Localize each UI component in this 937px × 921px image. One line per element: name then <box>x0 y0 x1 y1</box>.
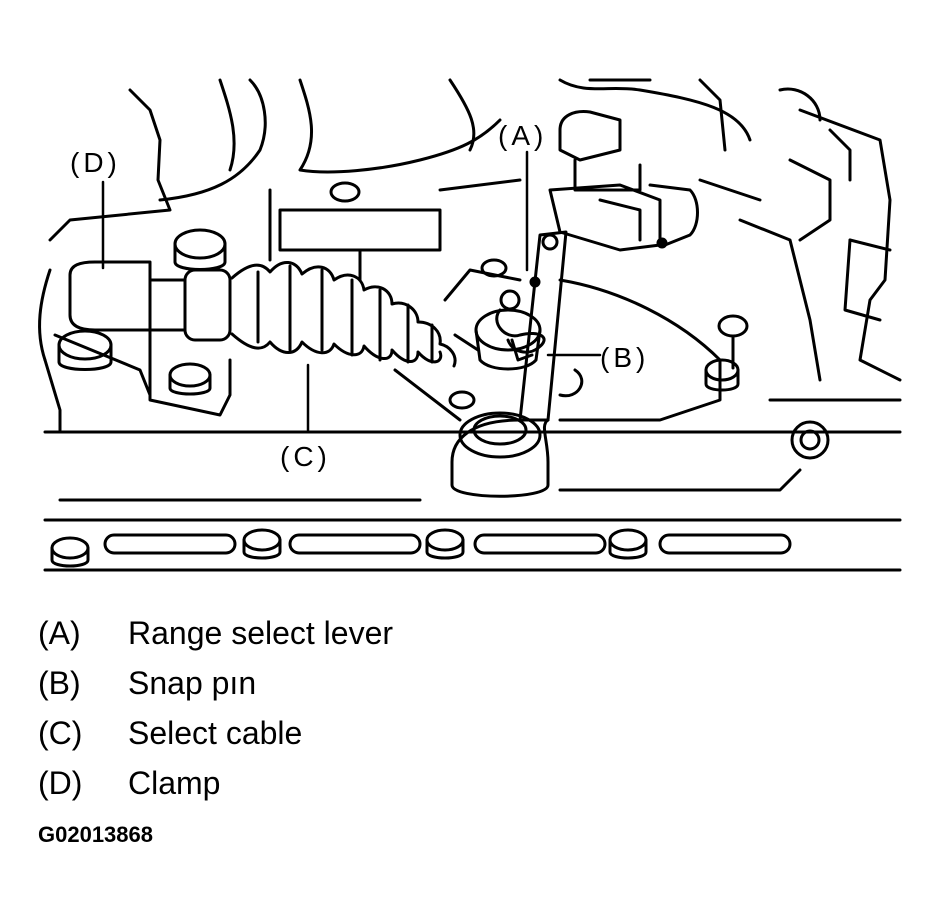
legend-row-a: (A) Range select lever <box>38 608 393 658</box>
callout-c: (C) <box>280 441 331 472</box>
legend-text: Clamp <box>128 765 221 801</box>
callout-a: (A) <box>498 120 547 151</box>
legend-row-c: (C) Select cable <box>38 708 393 758</box>
transmission-illustration: (A) (B) (C) (D) <box>38 78 902 572</box>
legend-row-b: (B) Snap pın <box>38 658 393 708</box>
plate-bolt <box>242 528 282 560</box>
callout-b: (B) <box>600 342 649 373</box>
legend-text: Select cable <box>128 715 303 751</box>
plate-bolt <box>608 528 648 560</box>
legend-text: Range select lever <box>128 615 394 651</box>
cover-bracket <box>329 181 749 422</box>
figure-id: G02013868 <box>38 822 153 847</box>
plate-bolt <box>50 536 90 568</box>
snap-pin <box>495 289 546 362</box>
legend-key: (A) <box>38 615 81 651</box>
plate-bolt <box>425 528 465 560</box>
select-cable <box>148 261 480 368</box>
hose-connector <box>548 110 699 252</box>
legend-key: (C) <box>38 715 83 751</box>
callout-d: (D) <box>70 147 121 178</box>
legend: (A) Range select lever (B) Snap pın (C) Sel… <box>38 608 393 808</box>
legend-key: (D) <box>38 765 83 801</box>
clamp-bracket <box>53 228 232 417</box>
transmission-housing <box>38 78 902 432</box>
legend-text: Snap pın <box>128 665 257 701</box>
legend-row-d: (D) Clamp <box>38 758 393 808</box>
leader-lines <box>101 150 602 432</box>
valve-body-plate <box>43 420 902 572</box>
legend-key: (B) <box>38 665 81 701</box>
range-select-lever <box>393 230 568 498</box>
